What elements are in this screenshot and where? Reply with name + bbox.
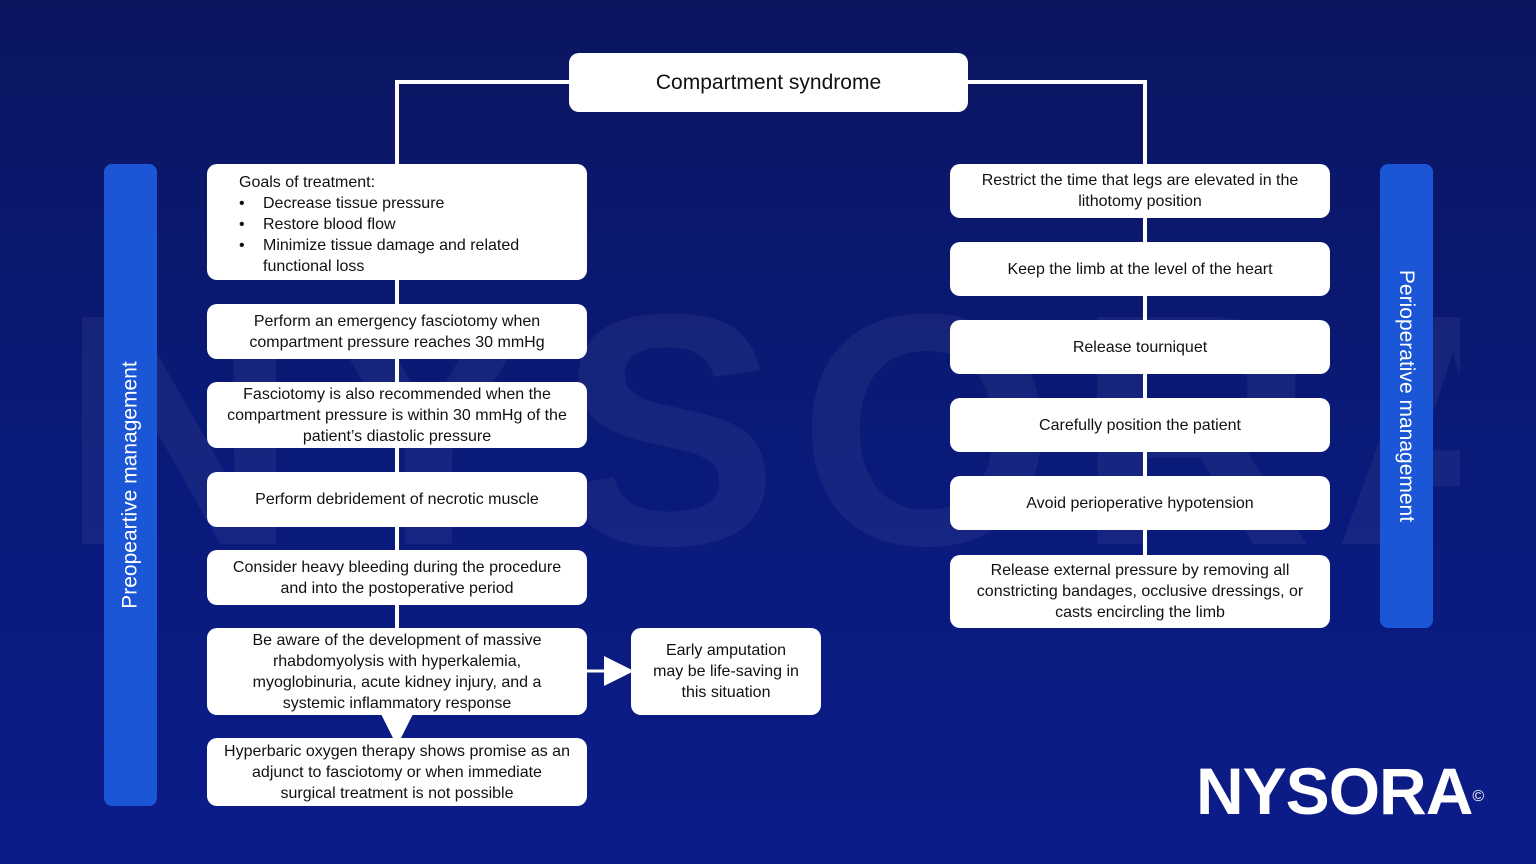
step-limb-level-heart: Keep the limb at the level of the heart (950, 242, 1330, 296)
title-box: Compartment syndrome (569, 53, 968, 112)
perioperative-bar: Perioperative management (1380, 164, 1433, 628)
step-heavy-bleeding: Consider heavy bleeding during the proce… (207, 550, 587, 605)
step-rhabdomyolysis: Be aware of the development of massive r… (207, 628, 587, 715)
preoperative-bar: Preopeartive management (104, 164, 157, 806)
preoperative-label: Preopeartive management (118, 361, 142, 609)
step-emergency-fasciotomy: Perform an emergency fasciotomy when com… (207, 304, 587, 359)
step-avoid-hypotension: Avoid perioperative hypotension (950, 476, 1330, 530)
goals-list: Decrease tissue pressure Restore blood f… (239, 193, 575, 277)
goal-item: Minimize tissue damage and related funct… (239, 235, 575, 277)
copyright-mark: © (1472, 788, 1484, 805)
goals-heading: Goals of treatment: (239, 174, 376, 191)
step-hyperbaric-oxygen: Hyperbaric oxygen therapy shows promise … (207, 738, 587, 806)
perioperative-label: Perioperative management (1395, 269, 1419, 523)
goals-box: Goals of treatment: Decrease tissue pres… (207, 164, 587, 280)
goal-item: Decrease tissue pressure (239, 193, 575, 214)
nysora-logo: NYSORA© (1196, 754, 1484, 828)
goal-item: Restore blood flow (239, 214, 575, 235)
logo-text: NYSORA (1196, 754, 1473, 828)
step-fasciotomy-recommended: Fasciotomy is also recommended when the … (207, 382, 587, 448)
step-position-patient: Carefully position the patient (950, 398, 1330, 452)
connector-title-right (968, 80, 1147, 555)
early-amputation-box: Early amputation may be life-saving in t… (631, 628, 821, 715)
step-debridement: Perform debridement of necrotic muscle (207, 472, 587, 527)
step-release-tourniquet: Release tourniquet (950, 320, 1330, 374)
step-release-external-pressure: Release external pressure by removing al… (950, 555, 1330, 628)
step-restrict-lithotomy: Restrict the time that legs are elevated… (950, 164, 1330, 218)
